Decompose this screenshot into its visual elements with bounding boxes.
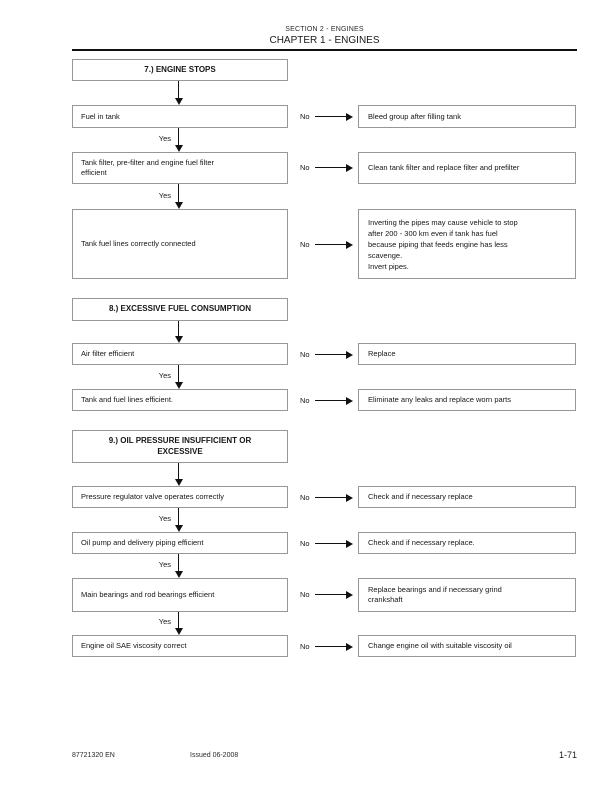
yes-label: Yes [158, 617, 171, 626]
no-label: No [300, 396, 310, 405]
remedy-text: Eliminate any leaks and replace worn par… [368, 395, 511, 404]
condition-box: Tank fuel lines correctly connected [72, 209, 288, 279]
yes-label: Yes [158, 371, 171, 380]
down-arrow-icon [174, 81, 183, 105]
condition-text: Air filter efficient [81, 349, 135, 358]
section-9-title-box: 9.) OIL PRESSURE INSUFFICIENT OR EXCESSI… [72, 430, 288, 463]
right-arrow-icon [314, 163, 353, 172]
condition-text: Engine oil SAE viscosity correct [81, 641, 187, 650]
page-number: 1-71 [558, 750, 577, 760]
condition-box: Engine oil SAE viscosity correct [72, 635, 288, 657]
condition-text: Fuel in tank [81, 111, 120, 121]
right-arrow-icon [314, 493, 353, 502]
no-connector: No [300, 350, 353, 359]
down-arrow-icon [174, 365, 183, 389]
remedy-box: Check and if necessary replace [358, 486, 576, 508]
remedy-box: Check and if necessary replace. [358, 532, 576, 554]
down-arrow-icon [174, 321, 183, 343]
remedy-box: Clean tank filter and replace filter and… [358, 152, 576, 184]
header-section-line: SECTION 2 - ENGINES [285, 26, 364, 33]
condition-box: Main bearings and rod bearings efficient [72, 578, 288, 612]
remedy-text: Inverting the pipes may cause vehicle to… [368, 217, 518, 271]
condition-text: Tank and fuel lines efficient. [81, 395, 174, 404]
no-connector: No [300, 642, 353, 651]
right-arrow-icon [314, 590, 353, 599]
remedy-box: Change engine oil with suitable viscosit… [358, 635, 576, 657]
no-connector: No [300, 539, 353, 548]
section-8-title: 8.) EXCESSIVE FUEL CONSUMPTION [108, 304, 252, 314]
yes-label: Yes [158, 514, 171, 523]
remedy-text: Check and if necessary replace [368, 492, 473, 501]
remedy-text: Check and if necessary replace. [368, 538, 475, 547]
remedy-text: Replace bearings and if necessary grind … [368, 585, 502, 604]
remedy-box: Bleed group after filling tank [358, 105, 576, 128]
right-arrow-icon [314, 539, 353, 548]
no-label: No [300, 642, 310, 651]
document-number: 87721320 EN [72, 752, 115, 759]
right-arrow-icon [314, 350, 353, 359]
yes-label: Yes [158, 560, 171, 569]
remedy-box: Replace [358, 343, 576, 365]
condition-text: Tank filter, pre-filter and engine fuel … [81, 158, 214, 177]
condition-text: Tank fuel lines correctly connected [81, 239, 196, 248]
right-arrow-icon [314, 240, 353, 249]
no-label: No [300, 539, 310, 548]
no-connector: No [300, 396, 353, 405]
no-connector: No [300, 112, 353, 121]
condition-box: Tank filter, pre-filter and engine fuel … [72, 152, 288, 184]
header-chapter-line: CHAPTER 1 - ENGINES [269, 35, 380, 46]
section-8-title-box: 8.) EXCESSIVE FUEL CONSUMPTION [72, 298, 288, 321]
condition-box: Pressure regulator valve operates correc… [72, 486, 288, 508]
remedy-text: Replace [368, 349, 396, 358]
no-label: No [300, 590, 310, 599]
section-7-title-box: 7.) ENGINE STOPS [72, 59, 288, 81]
condition-text: Main bearings and rod bearings efficient [81, 590, 215, 599]
condition-text: Oil pump and delivery piping efficient [81, 538, 204, 547]
remedy-text: Clean tank filter and replace filter and… [368, 163, 520, 172]
remedy-box: Replace bearings and if necessary grind … [358, 578, 576, 612]
right-arrow-icon [314, 396, 353, 405]
header-rule [72, 49, 577, 51]
no-connector: No [300, 163, 353, 172]
condition-box: Oil pump and delivery piping efficient [72, 532, 288, 554]
down-arrow-icon [174, 184, 183, 209]
no-connector: No [300, 240, 353, 249]
down-arrow-icon [174, 508, 183, 532]
down-arrow-icon [174, 554, 183, 578]
no-label: No [300, 112, 310, 121]
right-arrow-icon [314, 112, 353, 121]
condition-box: Fuel in tank [72, 105, 288, 128]
right-arrow-icon [314, 642, 353, 651]
no-label: No [300, 240, 310, 249]
yes-label: Yes [158, 134, 171, 143]
condition-box: Air filter efficient [72, 343, 288, 365]
yes-label: Yes [158, 191, 171, 200]
remedy-text: Bleed group after filling tank [368, 111, 461, 121]
remedy-box: Eliminate any leaks and replace worn par… [358, 389, 576, 411]
no-label: No [300, 493, 310, 502]
section-9-title: 9.) OIL PRESSURE INSUFFICIENT OR EXCESSI… [108, 436, 252, 456]
condition-box: Tank and fuel lines efficient. [72, 389, 288, 411]
no-connector: No [300, 590, 353, 599]
remedy-text: Change engine oil with suitable viscosit… [368, 641, 512, 650]
condition-text: Pressure regulator valve operates correc… [81, 492, 224, 501]
remedy-box: Inverting the pipes may cause vehicle to… [358, 209, 576, 279]
no-label: No [300, 350, 310, 359]
down-arrow-icon [174, 128, 183, 152]
down-arrow-icon [174, 612, 183, 635]
down-arrow-icon [174, 463, 183, 486]
no-connector: No [300, 493, 353, 502]
no-label: No [300, 163, 310, 172]
section-7-title: 7.) ENGINE STOPS [144, 64, 216, 74]
issued-date: Issued 06-2008 [190, 752, 239, 759]
